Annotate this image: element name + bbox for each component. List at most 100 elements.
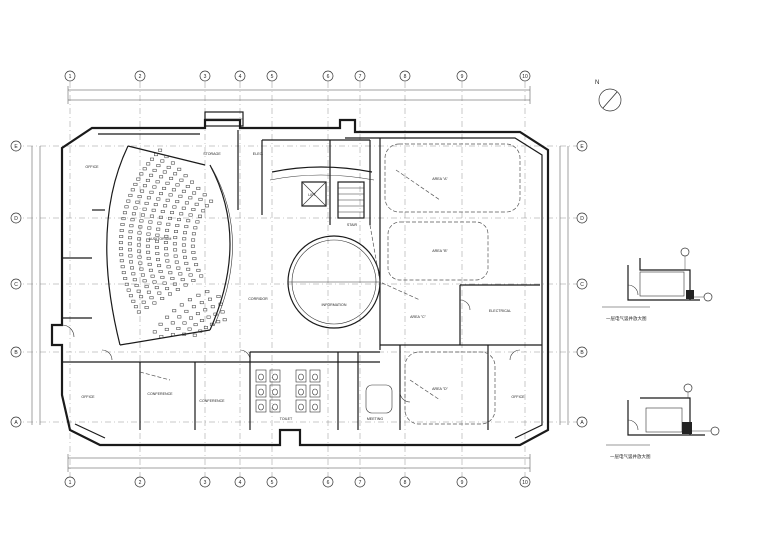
auditorium-seat xyxy=(216,320,221,324)
room-label-r-electrical-shaft: ELEC. xyxy=(253,152,263,156)
auditorium-seat xyxy=(149,214,154,218)
auditorium-seat xyxy=(193,226,198,230)
toilet-stall xyxy=(269,369,281,383)
auditorium-seat xyxy=(206,315,211,319)
axis-label-bottom: 7 xyxy=(359,480,362,486)
axis-bubble-left xyxy=(10,416,22,428)
auditorium-seat xyxy=(177,218,181,222)
auditorium-seat xyxy=(172,282,177,286)
auditorium-seat xyxy=(147,262,152,266)
auditorium-seat xyxy=(177,167,182,171)
auditorium-seat xyxy=(145,178,150,182)
auditorium-seat xyxy=(121,271,126,275)
auditorium-seat xyxy=(137,237,142,241)
auditorium-seat xyxy=(158,270,163,273)
axis-label-top: 5 xyxy=(271,74,274,80)
auditorium-seat xyxy=(146,196,151,200)
auditorium-seat xyxy=(165,198,170,202)
auditorium-seat xyxy=(132,278,137,282)
entrance-canopy xyxy=(204,111,244,127)
auditorium-seat xyxy=(142,207,147,211)
toilet-bowl xyxy=(272,388,278,396)
auditorium-seat xyxy=(191,279,196,282)
room-label-r-meeting: MEETING xyxy=(367,417,384,421)
auditorium-seat xyxy=(164,247,168,251)
toilet-bowl xyxy=(298,403,304,411)
room-label-r-stair: STAIR xyxy=(347,223,358,227)
auditorium-seat xyxy=(149,296,154,300)
auditorium-seat xyxy=(150,274,155,278)
auditorium-seat xyxy=(135,200,140,204)
auditorium-seat xyxy=(146,232,151,236)
auditorium-seat xyxy=(156,227,161,231)
axis-bubble-top xyxy=(399,70,411,82)
auditorium-seat xyxy=(128,236,133,240)
auditorium-seat xyxy=(153,203,158,207)
auditorium-seat xyxy=(146,256,151,260)
auditorium-seat xyxy=(198,214,202,218)
auditorium-seat xyxy=(218,302,223,306)
auditorium-seat xyxy=(152,330,157,334)
auditorium-seat xyxy=(201,209,206,213)
auditorium-seat xyxy=(213,312,218,316)
axis-bubble-top xyxy=(199,70,211,82)
auditorium-seat xyxy=(181,189,186,193)
auditorium-seat xyxy=(163,204,168,208)
auditorium-seat xyxy=(136,243,141,247)
axis-bubble-bottom xyxy=(519,476,531,488)
room-label-r-toilets: TOILET xyxy=(280,417,293,421)
room-label-r-conference-1: CONFERENCE xyxy=(147,392,173,396)
auditorium-seat xyxy=(205,290,210,294)
auditorium-seat xyxy=(181,243,186,247)
auditorium-seat xyxy=(145,244,150,248)
axis-bubble-bottom xyxy=(64,476,76,488)
room-label-r-office-a: AREA "A" xyxy=(432,177,448,181)
room-label-r-office-nw: OFFICE xyxy=(85,165,99,169)
toilet-stall xyxy=(295,369,307,383)
auditorium-seat xyxy=(178,194,183,198)
room-label-r-office-d: AREA "D" xyxy=(432,387,448,391)
auditorium-seat xyxy=(133,206,138,210)
auditorium-seat xyxy=(203,308,208,312)
auditorium-seat xyxy=(210,305,215,309)
auditorium-seat xyxy=(185,185,190,188)
room-label-r-office-se: OFFICE xyxy=(511,395,525,399)
north-arrow: N xyxy=(595,80,622,112)
axis-label-bottom: 9 xyxy=(461,480,464,486)
auditorium-seat xyxy=(158,322,163,326)
auditorium-seat xyxy=(165,287,170,291)
auditorium-seat xyxy=(163,241,168,244)
auditorium-seat xyxy=(191,232,196,236)
room-label-r-rotunda: INFORMATION xyxy=(322,303,347,307)
axis-bubble-right xyxy=(576,346,588,358)
auditorium-seat xyxy=(144,201,149,205)
auditorium-seat xyxy=(157,221,162,225)
auditorium-seat xyxy=(121,217,126,221)
auditorium-seat xyxy=(176,327,181,330)
auditorium-seat xyxy=(186,267,191,271)
auditorium-seat xyxy=(149,190,154,194)
auditorium-seat xyxy=(222,318,227,322)
toilet-bowl xyxy=(258,388,264,396)
axis-bubble-top xyxy=(322,70,334,82)
auditorium-seat xyxy=(192,191,197,195)
room-label-r-conference-2: CONFERENCE xyxy=(199,399,225,403)
auditorium-seat xyxy=(124,282,129,286)
axis-label-right: E xyxy=(580,144,584,150)
detail-2-caption: 一层电气竖井放大图 xyxy=(610,453,651,460)
axis-label-bottom: 4 xyxy=(239,480,242,486)
axis-label-right: C xyxy=(580,282,584,288)
toilet-stall xyxy=(255,384,267,398)
auditorium-seat xyxy=(142,167,147,171)
circuit-wiring xyxy=(139,169,441,401)
auditorium-seat xyxy=(184,201,189,205)
auditorium-seat xyxy=(188,273,193,277)
auditorium-seat xyxy=(133,182,138,186)
axis-label-left: E xyxy=(14,144,18,150)
toilet-bowl xyxy=(272,403,278,411)
auditorium-seat xyxy=(174,230,178,233)
auditorium-seat xyxy=(128,294,133,298)
auditorium-seat xyxy=(199,301,204,305)
auditorium-seat xyxy=(126,288,131,292)
